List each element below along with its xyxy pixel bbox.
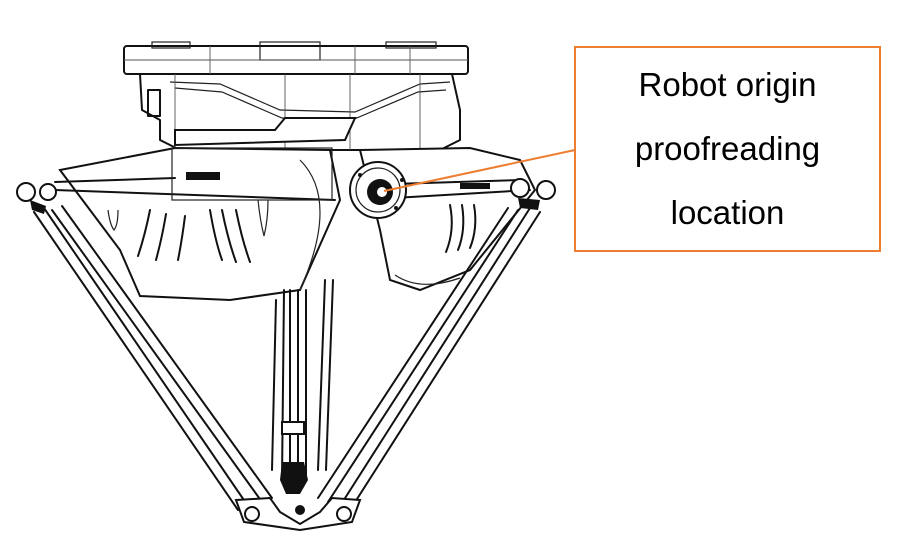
arm-joint-left bbox=[16, 182, 57, 214]
callout-box: Robot origin proofreading location bbox=[574, 46, 881, 252]
callout-leader-line bbox=[383, 149, 576, 192]
motor-housing-right bbox=[349, 146, 537, 292]
callout-line-2: proofreading bbox=[634, 130, 821, 167]
end-effector bbox=[234, 462, 362, 532]
arm-joint-right bbox=[510, 178, 556, 210]
callout-line-1: Robot origin bbox=[638, 66, 817, 103]
robot-base bbox=[123, 41, 469, 151]
parallel-arms-left bbox=[33, 205, 273, 511]
callout-line-3: location bbox=[670, 194, 785, 231]
telescopic-shaft bbox=[271, 279, 334, 481]
motor-housing-left bbox=[54, 146, 342, 302]
parallel-arms-right bbox=[317, 207, 541, 511]
